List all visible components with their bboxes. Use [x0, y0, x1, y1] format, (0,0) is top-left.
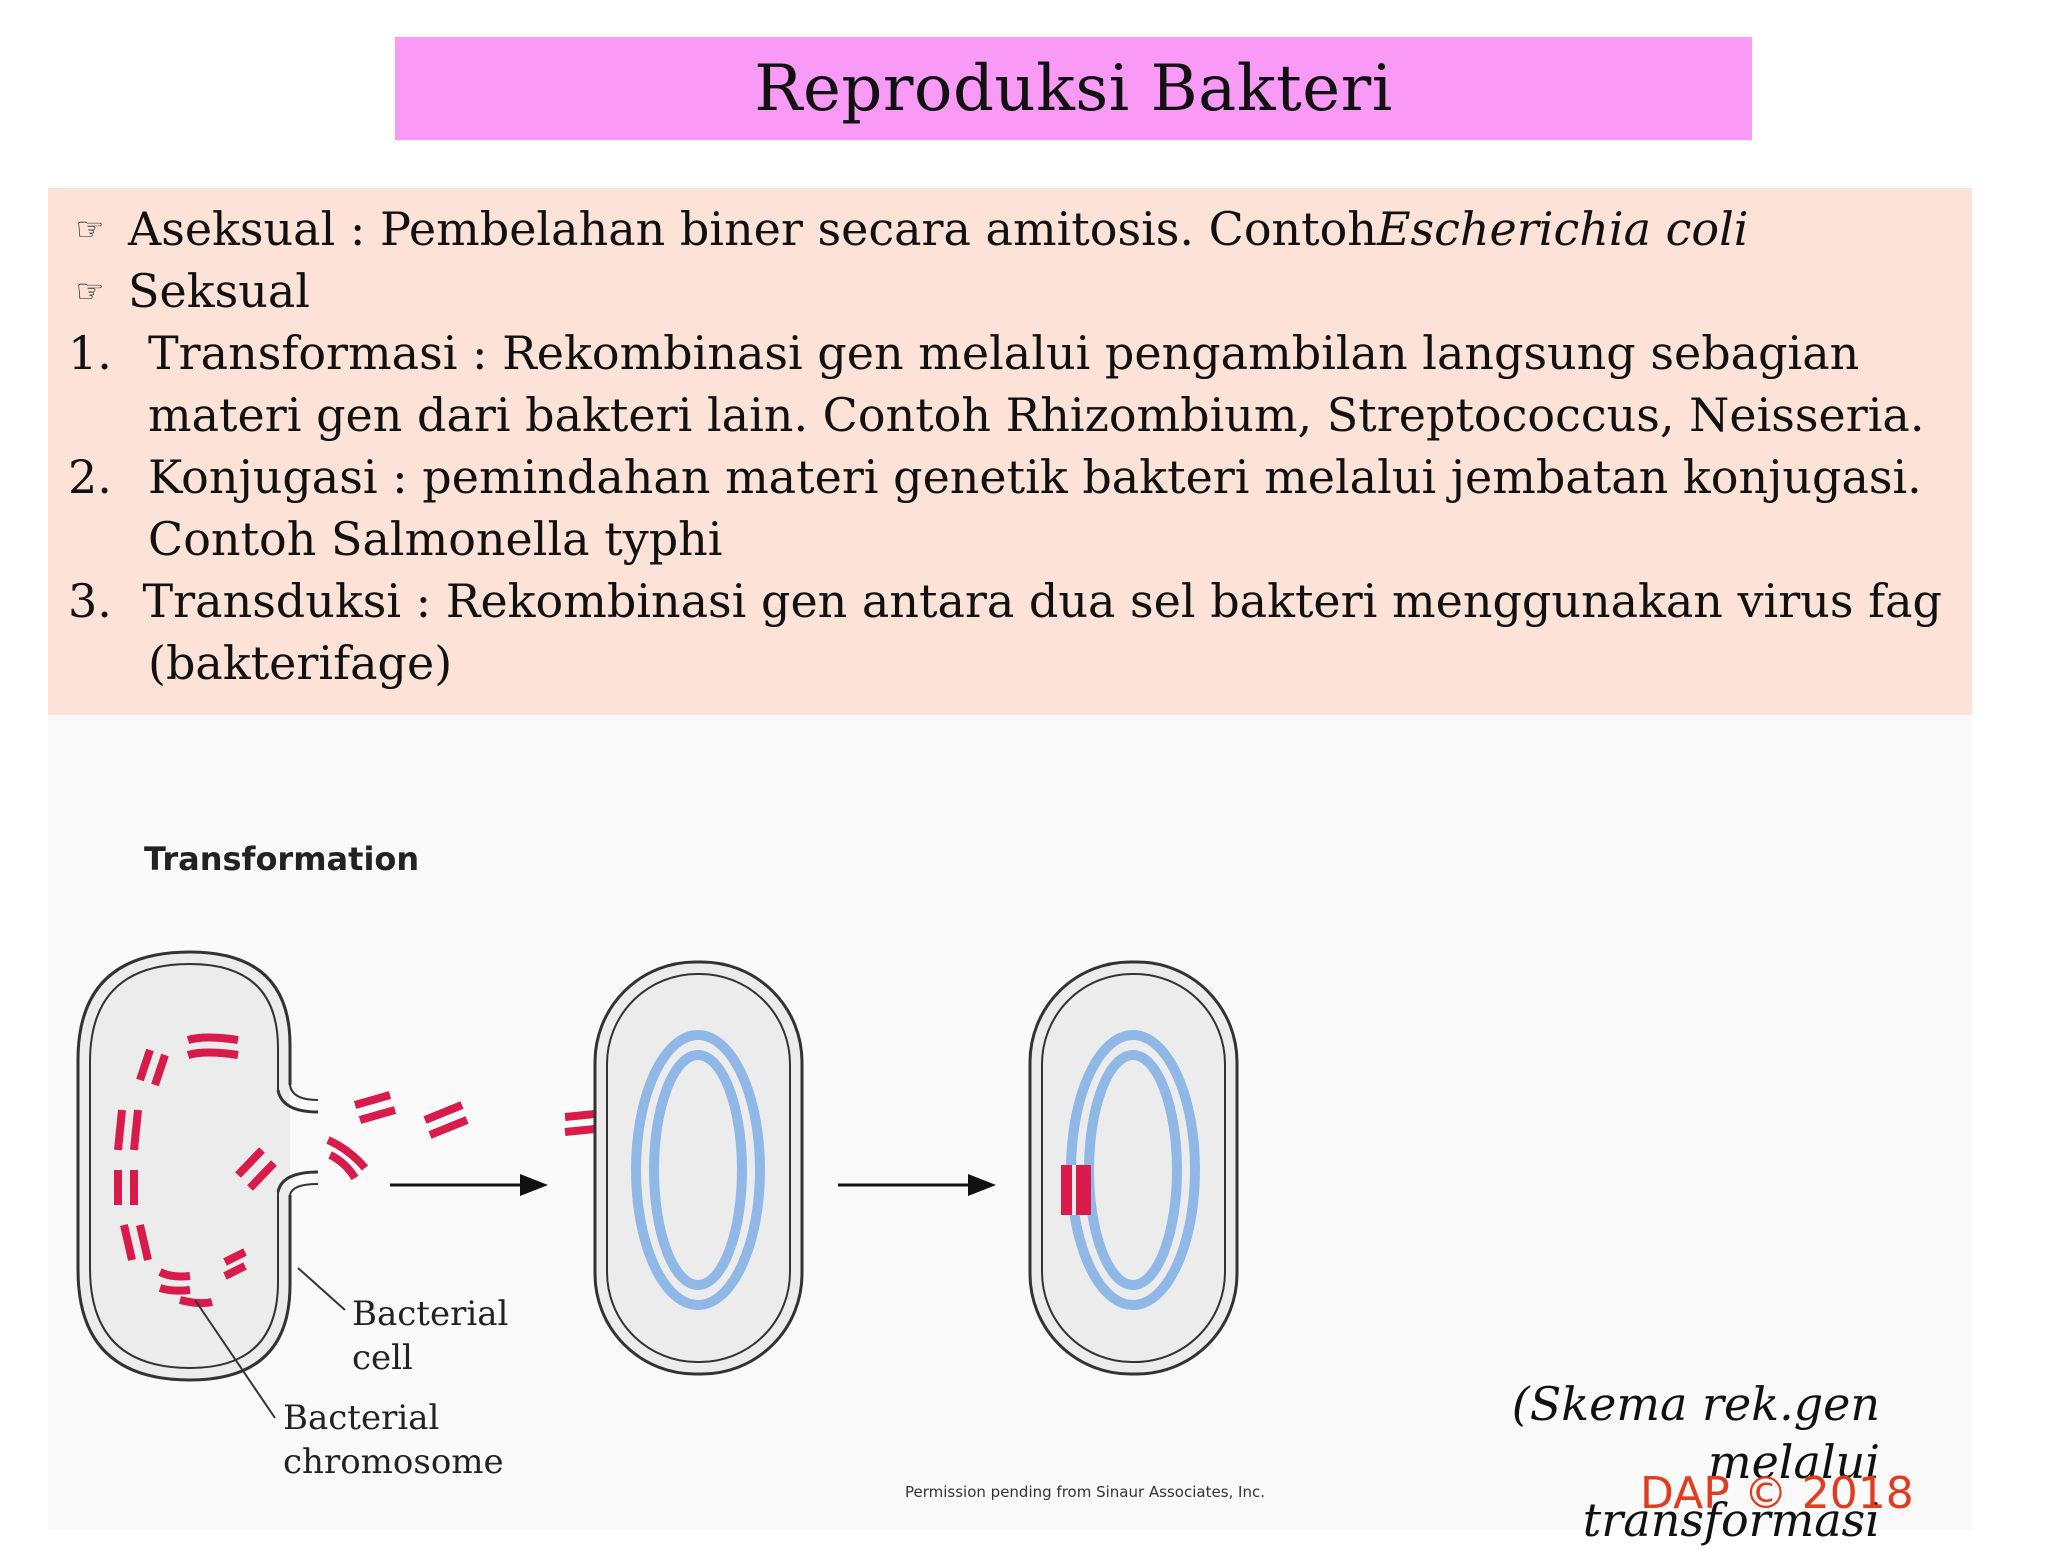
figure-area — [48, 715, 1972, 1530]
leader-line — [194, 1299, 276, 1419]
caption-line: (Skema rek.gen melalui — [1511, 1377, 1880, 1489]
item-text: Transformasi : Rekombinasi gen melalui p… — [148, 326, 1860, 380]
pointing-hand-icon: ☞ — [75, 272, 105, 310]
label-line: Bacterial — [283, 1398, 440, 1438]
bullet-asexual-example: Escherichia coli — [1376, 202, 1749, 256]
recipient-cell — [593, 960, 804, 1376]
item-2-cont: Contoh Salmonella typhi — [68, 508, 1942, 570]
label-bacterial-chromosome: Bacterial chromosome — [283, 1396, 504, 1484]
item-number: 1. — [68, 326, 112, 380]
donor-cell — [76, 950, 319, 1382]
copyright: DAP © 2018 — [1640, 1468, 1914, 1519]
item-1-cont: materi gen dari bakteri lain. Contoh Rhi… — [68, 384, 1942, 446]
bullet-asexual-text: Aseksual : Pembelahan biner secara amito… — [128, 202, 1377, 256]
slide-title: Reproduksi Bakteri — [754, 51, 1393, 126]
bullet-sexual-text: Seksual — [128, 264, 310, 318]
figure-caption: (Skema rek.gen melalui transformasi — [1380, 1375, 1880, 1549]
item-3: 3. Transduksi : Rekombinasi gen antara d… — [68, 570, 1942, 632]
arrow-right-icon — [390, 1174, 548, 1196]
item-text: materi gen dari bakteri lain. Contoh Rhi… — [148, 388, 1925, 442]
item-text: Konjugasi : pemindahan materi genetik ba… — [148, 450, 1922, 504]
bullet-sexual: ☞ Seksual — [68, 260, 1942, 322]
label-line: Bacterial — [352, 1294, 509, 1334]
content-box: ☞ Aseksual : Pembelahan biner secara ami… — [48, 188, 1972, 715]
item-1: 1. Transformasi : Rekombinasi gen melalu… — [68, 322, 1942, 384]
item-number: 2. — [68, 450, 112, 504]
slide-title-bar: Reproduksi Bakteri — [395, 37, 1752, 140]
pointing-hand-icon: ☞ — [75, 210, 105, 248]
item-text: (bakterifage) — [148, 636, 453, 690]
item-text: Contoh Salmonella typhi — [148, 512, 723, 566]
label-line: chromosome — [283, 1442, 504, 1482]
permission-note: Permission pending from Sinaur Associate… — [905, 1483, 1265, 1501]
dna-fragments — [114, 1033, 606, 1308]
item-text: Transduksi : Rekombinasi gen antara dua … — [142, 574, 1942, 628]
arrow-right-icon — [838, 1174, 996, 1196]
label-bacterial-cell: Bacterial cell — [352, 1292, 508, 1380]
label-line: cell — [352, 1338, 413, 1378]
transformed-cell — [1028, 960, 1239, 1376]
item-3-cont: (bakterifage) — [68, 632, 1942, 694]
leader-line — [297, 1267, 346, 1311]
item-number: 3. — [68, 574, 112, 628]
bullet-asexual: ☞ Aseksual : Pembelahan biner secara ami… — [68, 198, 1942, 260]
item-2: 2. Konjugasi : pemindahan materi genetik… — [68, 446, 1942, 508]
figure-title: Transformation — [144, 840, 420, 878]
